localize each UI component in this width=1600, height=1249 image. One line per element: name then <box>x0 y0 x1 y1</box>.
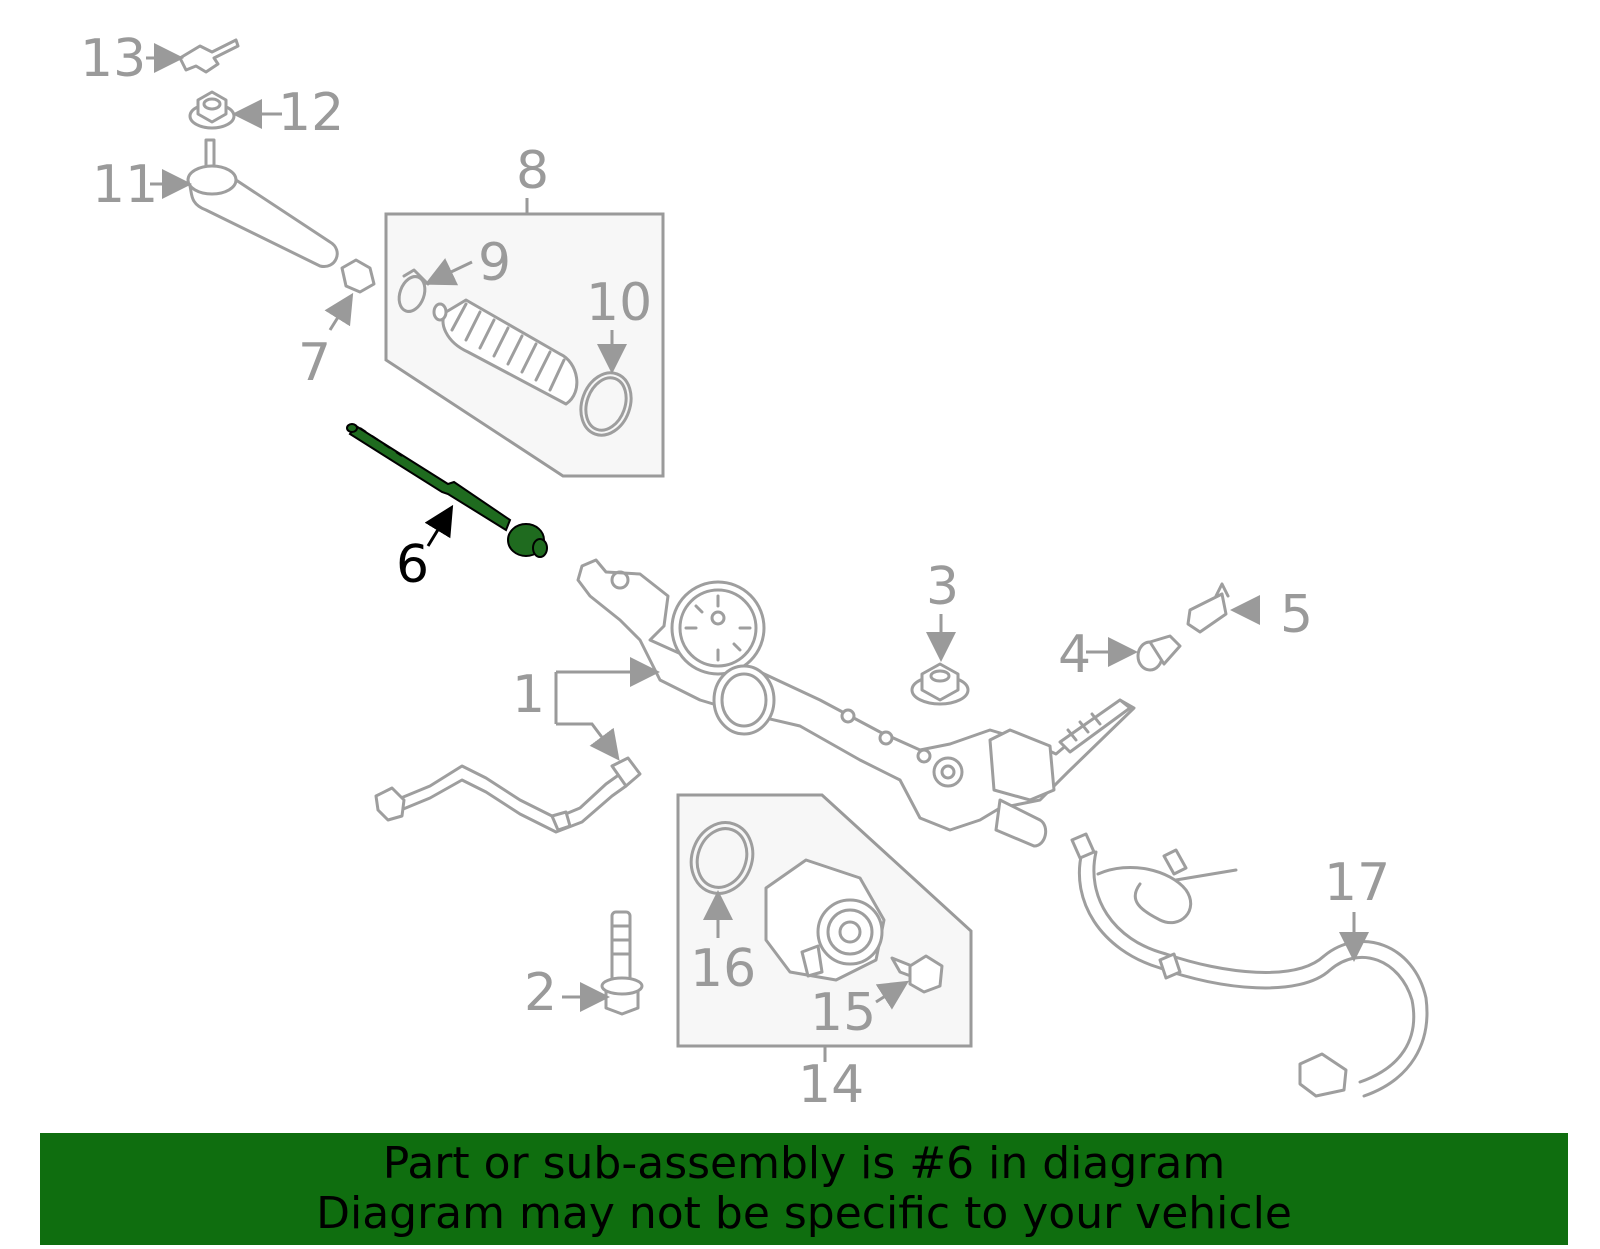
callout-14[interactable]: 14 <box>798 1055 864 1115</box>
callout-4[interactable]: 4 <box>1058 625 1091 685</box>
part-6-inner-tie-rod[interactable] <box>346 423 548 558</box>
part-7-jam-nut[interactable] <box>340 258 376 294</box>
callout-3[interactable]: 3 <box>926 557 959 617</box>
callout-8[interactable]: 8 <box>516 141 549 201</box>
callout-2[interactable]: 2 <box>524 963 557 1023</box>
callout-16[interactable]: 16 <box>690 939 756 999</box>
banner-line-disclaimer: Diagram may not be specific to your vehi… <box>316 1188 1292 1239</box>
part-11-tie-rod-end[interactable] <box>186 138 339 268</box>
notice-banner: Part or sub-assembly is #6 in diagram Di… <box>40 1133 1568 1245</box>
part-3-nut[interactable] <box>910 662 970 706</box>
part-5-bracket[interactable] <box>1186 582 1230 634</box>
callout-10[interactable]: 10 <box>586 273 652 333</box>
callout-13[interactable]: 13 <box>80 29 146 89</box>
part-1-steering-gear[interactable] <box>576 558 1136 848</box>
callout-5[interactable]: 5 <box>1280 585 1313 645</box>
callout-numbers: 13 12 11 8 9 10 7 6 3 5 4 1 17 16 2 15 1… <box>80 29 1390 1115</box>
bellows-boot[interactable] <box>432 298 579 406</box>
callout-1[interactable]: 1 <box>512 665 545 725</box>
callout-9[interactable]: 9 <box>478 233 511 293</box>
callout-12[interactable]: 12 <box>278 83 344 143</box>
part-9-boot-clamp[interactable] <box>395 268 430 315</box>
banner-line-part-number: Part or sub-assembly is #6 in diagram <box>382 1138 1226 1189</box>
part-14-assist-motor[interactable] <box>764 858 886 982</box>
callout-6[interactable]: 6 <box>396 535 429 595</box>
part-13-clip[interactable] <box>178 38 240 74</box>
part-4-clip[interactable] <box>1136 634 1182 672</box>
callout-15[interactable]: 15 <box>810 983 876 1043</box>
callout-7[interactable]: 7 <box>298 333 331 393</box>
part-15-motor-bolt[interactable] <box>890 954 944 994</box>
leader-lines <box>146 43 1369 1012</box>
part-2-mounting-bolt[interactable] <box>600 910 644 1016</box>
callout-17[interactable]: 17 <box>1324 853 1390 913</box>
part-1-wiring-harness[interactable] <box>374 756 642 834</box>
callout-11[interactable]: 11 <box>92 155 158 215</box>
part-17-wiring-harness[interactable] <box>1070 832 1429 1098</box>
part-12-nut[interactable] <box>188 90 236 130</box>
